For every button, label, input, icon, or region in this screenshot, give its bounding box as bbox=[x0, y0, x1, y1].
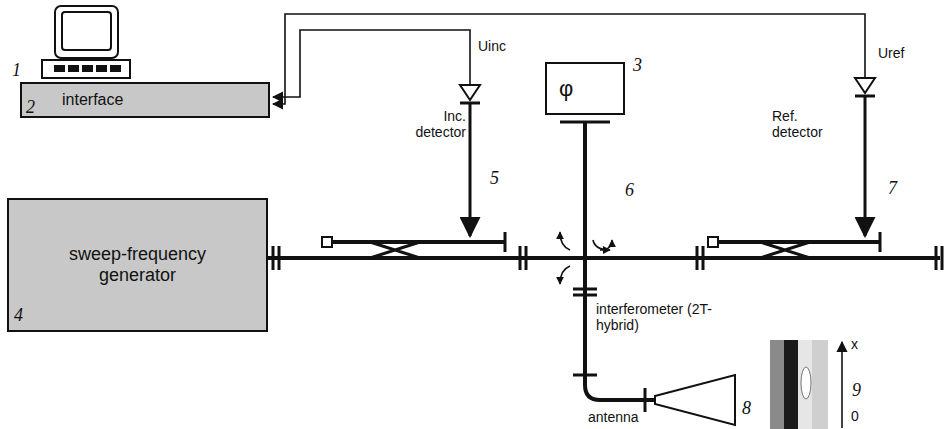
node-text: sweep-frequency generator bbox=[49, 244, 226, 286]
part-label: Ref. detector bbox=[772, 108, 852, 140]
callout-number: 2 bbox=[26, 97, 35, 117]
interface-box: interface bbox=[20, 82, 270, 118]
axis-label: 0 bbox=[851, 408, 859, 424]
callout-number: 1 bbox=[12, 60, 21, 80]
node-text: φ bbox=[559, 76, 573, 102]
waveguide-line bbox=[268, 122, 942, 412]
callout-number: 3 bbox=[633, 55, 642, 75]
part-label: Inc. detector bbox=[404, 108, 466, 140]
detector-diode bbox=[460, 78, 875, 236]
callout-number: 5 bbox=[490, 168, 499, 188]
signal-wire bbox=[273, 14, 865, 104]
callout-number: 6 bbox=[625, 180, 634, 200]
signal-name: Uinc bbox=[478, 38, 506, 54]
horn-antenna bbox=[655, 375, 735, 425]
callout-number: 9 bbox=[852, 380, 861, 400]
callout-number: 8 bbox=[742, 398, 751, 418]
axis-label: x bbox=[851, 336, 858, 352]
computer-icon bbox=[42, 6, 130, 78]
generator-box: sweep-frequency generator bbox=[7, 198, 268, 332]
part-label: antenna bbox=[588, 409, 639, 425]
callout-number: 7 bbox=[888, 178, 897, 198]
signal-name: Uref bbox=[878, 45, 904, 61]
part-label: interferometer (2T-hybrid) bbox=[596, 301, 726, 333]
callout-number: 4 bbox=[14, 305, 23, 325]
node-text: interface bbox=[62, 91, 123, 109]
phase-shifter-box: φ bbox=[545, 62, 625, 115]
layered-sample bbox=[770, 340, 842, 429]
